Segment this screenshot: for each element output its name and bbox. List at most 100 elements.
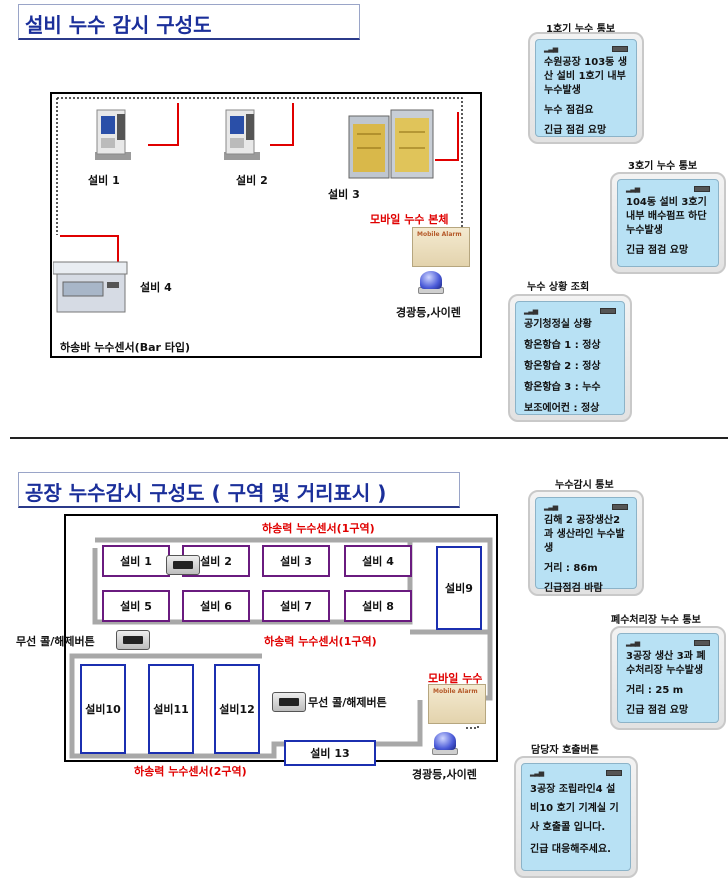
dotted-signal-wire	[57, 97, 463, 235]
battery-icon	[612, 46, 628, 52]
zone2-cable	[69, 653, 423, 759]
s2-wireless-left-label: 무선 콜/해제버튼	[16, 635, 95, 648]
battery-icon	[600, 308, 616, 314]
signal-icon: ▂▃▅	[524, 307, 538, 315]
equip-9: 설비9	[436, 546, 482, 630]
s1-phone3-line4: 항온항습 3 : 누수	[524, 382, 601, 393]
cnc-machine-1-icon	[93, 106, 133, 162]
s1-phone3-line5: 보조에어컨 : 정상	[524, 403, 600, 414]
s2-phone3-title: 담당자 호출버튼	[531, 745, 599, 756]
s2-zone2-label: 하송력 누수센서(2구역)	[134, 765, 247, 778]
s2-phone2-line2: 거리 : 25 m	[626, 685, 684, 696]
equip-8: 설비 8	[344, 590, 412, 622]
battery-icon	[694, 640, 710, 646]
s1-mobile-main-label: 모바일 누수 본체	[370, 213, 449, 226]
section1-diagram-frame	[50, 92, 482, 358]
section2-title-box: 공장 누수감시 구성도 ( 구역 및 거리표시 )	[18, 472, 460, 508]
s2-phone2-line3: 긴급 점검 요망	[626, 705, 689, 716]
signal-icon: ▂▃▅	[626, 639, 640, 647]
s2-sensor-device-top	[166, 555, 200, 575]
section1-title: 설비 누수 감시 구성도	[25, 13, 212, 37]
s2-phone3-line2: 긴급 대응해주세요.	[530, 844, 611, 855]
s1-phone1-screen: ▂▃▅ 수원공장 103동 생산 설비 1호기 내부 누수발생 누수 점검요 긴…	[535, 39, 637, 137]
s1-machine-4-label: 설비 4	[140, 281, 172, 294]
equip-11: 설비11	[148, 664, 194, 754]
s1-phone2-screen: ▂▃▅ 104동 설비 3호기 내부 배수펌프 하단 누수발생 긴급 점검 요망	[617, 179, 719, 267]
section2-title: 공장 누수감시 구성도 ( 구역 및 거리표시 )	[25, 481, 387, 505]
s2-wireless-left-device[interactable]	[116, 630, 150, 650]
red-cable-3	[435, 112, 459, 161]
signal-icon: ▂▃▅	[626, 185, 640, 193]
s1-phone1-line3: 긴급 점검 요망	[544, 125, 607, 136]
s2-phone2: ▂▃▅ 3공장 생산 3과 폐수처리장 누수발생 거리 : 25 m 긴급 점검…	[610, 626, 726, 730]
signal-icon: ▂▃▅	[530, 769, 544, 777]
s1-alarm-brand: Mobile Alarm	[417, 231, 462, 238]
s1-phone3-screen: ▂▃▅ 공기청정실 상황 항온항습 1 : 정상 항온항습 2 : 정상 항온항…	[515, 301, 625, 415]
section-divider	[10, 437, 728, 439]
s1-machine-4-icon	[52, 256, 131, 320]
s2-phone3-line1: 3공장 조립라인4 설비10 호기 기계실 기사 호출콜 입니다.	[530, 784, 619, 833]
s1-phone2-line1: 104동 설비 3호기 내부 배수펌프 하단 누수발생	[626, 197, 707, 236]
s2-phone1-line1: 김해 2 공장생산2과 생산라인 누수발생	[544, 515, 625, 554]
s1-phone3-line1: 공기청정실 상황	[524, 319, 592, 330]
s2-phone1-screen: ▂▃▅ 김해 2 공장생산2과 생산라인 누수발생 거리 : 86m 긴급점검 …	[535, 497, 637, 594]
s1-phone3-title: 누수 상황 조회	[527, 282, 590, 293]
s1-sensor-label: 하송바 누수센서(Bar 타입)	[60, 341, 191, 354]
signal-icon: ▂▃▅	[544, 503, 558, 511]
s2-siren-label: 경광등,사이렌	[412, 768, 477, 781]
s2-zone1-top-label: 하송력 누수센서(1구역)	[262, 522, 375, 535]
s1-machine-3-label: 설비 3	[328, 188, 360, 201]
s1-phone1-line1: 수원공장 103동 생산 설비 1호기 내부 누수발생	[544, 57, 628, 96]
equip-7: 설비 7	[262, 590, 330, 622]
red-cable-4	[60, 235, 119, 262]
s1-siren-icon	[420, 271, 442, 289]
section2-sensor-cables	[69, 537, 493, 759]
red-cable-2	[270, 103, 294, 146]
s1-phone3: ▂▃▅ 공기청정실 상황 항온항습 1 : 정상 항온항습 2 : 정상 항온항…	[508, 294, 632, 422]
equip-13: 설비 13	[284, 740, 376, 766]
section1-wiring	[56, 97, 463, 262]
s2-wireless-mid-label: 무선 콜/해제버튼	[308, 696, 387, 709]
signal-icon: ▂▃▅	[544, 45, 558, 53]
s2-phone1-line2: 거리 : 86m	[544, 563, 598, 574]
s2-phone2-screen: ▂▃▅ 3공장 생산 3과 폐수처리장 누수발생 거리 : 25 m 긴급 점검…	[617, 633, 719, 723]
s2-phone2-title: 폐수처리장 누수 통보	[611, 615, 701, 626]
s2-wireless-mid-device[interactable]	[272, 692, 306, 712]
equip-6: 설비 6	[182, 590, 250, 622]
battery-icon	[606, 770, 622, 776]
s2-phone1-title: 누수감시 통보	[555, 480, 614, 491]
s2-phone3: ▂▃▅ 3공장 조립라인4 설비10 호기 기계실 기사 호출콜 입니다. 긴급…	[514, 756, 638, 878]
s1-phone3-line2: 항온항습 1 : 정상	[524, 340, 601, 351]
battery-icon	[694, 186, 710, 192]
s2-phone1-line3: 긴급점검 바람	[544, 583, 603, 594]
s1-phone2: ▂▃▅ 104동 설비 3호기 내부 배수펌프 하단 누수발생 긴급 점검 요망	[610, 172, 726, 274]
s2-phone3-screen: ▂▃▅ 3공장 조립라인4 설비10 호기 기계실 기사 호출콜 입니다. 긴급…	[521, 763, 631, 871]
s2-mobile-label: 모바일 누수	[428, 672, 483, 685]
s2-zone1-mid-label: 하송력 누수센서(1구역)	[264, 635, 377, 648]
equip-10: 설비10	[80, 664, 126, 754]
s1-mobile-alarm-unit: Mobile Alarm	[412, 227, 470, 267]
battery-icon	[612, 504, 628, 510]
s1-phone1-title: 1호기 누수 통보	[546, 24, 616, 35]
equip-1: 설비 1	[102, 545, 170, 577]
s1-phone1-line2: 누수 점검요	[544, 105, 594, 116]
s2-phone1: ▂▃▅ 김해 2 공장생산2과 생산라인 누수발생 거리 : 86m 긴급점검 …	[528, 490, 644, 596]
equip-5: 설비 5	[102, 590, 170, 622]
s1-phone3-line3: 항온항습 2 : 정상	[524, 361, 601, 372]
s2-alarm-brand: Mobile Alarm	[433, 688, 478, 695]
cnc-machine-2-icon	[222, 106, 262, 162]
s1-machine-1-label: 설비 1	[88, 174, 120, 187]
s1-siren-label: 경광등,사이렌	[396, 306, 461, 319]
equip-12: 설비12	[214, 664, 260, 754]
equip-4: 설비 4	[344, 545, 412, 577]
s1-phone2-title: 3호기 누수 통보	[628, 161, 698, 172]
s1-machine-2-label: 설비 2	[236, 174, 268, 187]
section1-title-box: 설비 누수 감시 구성도	[18, 4, 360, 40]
section2-diagram-frame	[64, 514, 498, 762]
red-cable-1	[148, 103, 179, 146]
s1-phone1: ▂▃▅ 수원공장 103동 생산 설비 1호기 내부 누수발생 누수 점검요 긴…	[528, 32, 644, 144]
s2-siren-icon	[434, 732, 456, 750]
s2-mobile-alarm-unit: Mobile Alarm	[428, 684, 486, 724]
s2-phone2-line1: 3공장 생산 3과 폐수처리장 누수발생	[626, 651, 706, 676]
s1-phone2-line2: 긴급 점검 요망	[626, 245, 689, 256]
